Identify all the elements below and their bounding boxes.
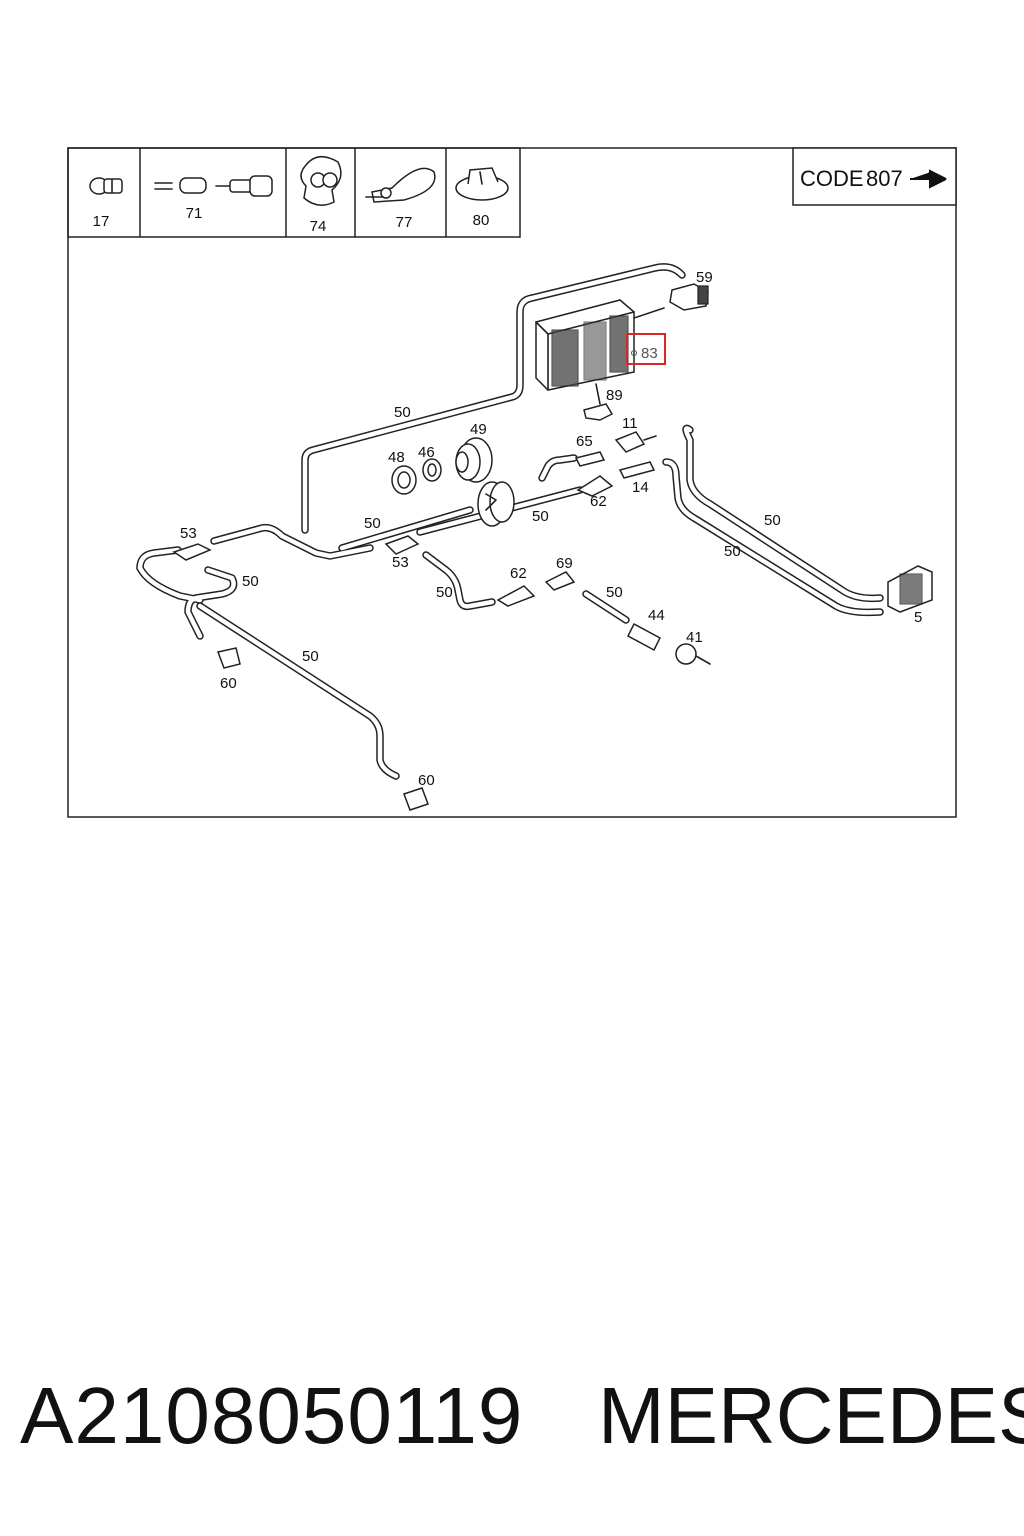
callout-41: 41 [686, 629, 703, 646]
callout-14: 14 [632, 479, 649, 496]
component-65 [574, 451, 606, 467]
brand-name: MERCEDES [598, 1371, 1024, 1460]
callout-50: 50 [606, 584, 623, 601]
grommet-center [477, 481, 515, 527]
callout-50: 50 [242, 573, 259, 590]
callout-69: 69 [556, 555, 573, 572]
component-49 [455, 437, 493, 483]
pipe-inner [583, 591, 629, 623]
component-89 [583, 383, 614, 421]
callout-83: 83 [641, 345, 658, 362]
code-value: 807 [866, 166, 903, 191]
pipe-inner [137, 547, 181, 571]
callout-50: 50 [724, 543, 741, 560]
callout-53: 53 [392, 554, 409, 571]
pipe-clamp-icon [300, 156, 342, 206]
callout-50: 50 [532, 508, 549, 525]
pipe-inner [137, 565, 203, 603]
pipe-inner [423, 552, 495, 609]
component-44 [627, 622, 661, 652]
component-69 [544, 571, 576, 591]
parts-diagram: 17 71 74 77 80 CODE [67, 147, 957, 818]
legend-number: 80 [473, 212, 490, 229]
component-59 [669, 283, 709, 311]
legend-number: 71 [186, 205, 203, 222]
callout-49: 49 [470, 421, 487, 438]
footer: A2108050119 MERCEDES [0, 1370, 1024, 1480]
rivet-nut-icon [455, 167, 509, 201]
pipe-inner [683, 426, 883, 601]
component-53-left [172, 543, 212, 561]
component-46 [422, 458, 442, 482]
canister [535, 299, 665, 391]
callout-50: 50 [394, 404, 411, 421]
part-number: A2108050119 [20, 1371, 524, 1460]
component-41 [675, 643, 711, 665]
callout-59: 59 [696, 269, 713, 286]
callout-46: 46 [418, 444, 435, 461]
callout-83-dot [631, 350, 637, 356]
callout-62: 62 [510, 565, 527, 582]
component-62-upper [576, 475, 614, 497]
callout-50: 50 [302, 648, 319, 665]
callout-65: 65 [576, 433, 593, 450]
component-60-lower [403, 787, 429, 811]
cable-tie-icon [365, 167, 436, 203]
connector-pin-icon [154, 175, 273, 197]
callout-60: 60 [418, 772, 435, 789]
pipe-inner [197, 603, 399, 779]
callout-50: 50 [436, 584, 453, 601]
component-53-center [384, 535, 420, 555]
pipe-network [136, 263, 884, 780]
code-box: CODE 807 [792, 147, 957, 206]
legend-number: 74 [310, 218, 327, 235]
component-14 [618, 461, 656, 479]
callout-62: 62 [590, 493, 607, 510]
callout-11: 11 [622, 415, 638, 432]
legend-number: 77 [396, 214, 413, 231]
push-clip-icon [89, 177, 123, 195]
arrow-right-icon [910, 169, 947, 189]
callouts: 59 89 50 48 46 49 65 11 62 14 50 50 53 5… [180, 269, 922, 789]
callout-48: 48 [388, 449, 405, 466]
callout-89: 89 [606, 387, 623, 404]
legend-strip: 17 71 74 77 80 [67, 147, 521, 238]
pipe-outer [136, 564, 204, 604]
callout-50: 50 [764, 512, 781, 529]
component-11 [614, 431, 657, 453]
component-48 [391, 465, 417, 495]
callout-5: 5 [914, 609, 922, 626]
callout-60: 60 [220, 675, 237, 692]
code-label: CODE [800, 166, 864, 191]
pipe-inner [211, 525, 373, 559]
pipe-inner [339, 507, 473, 551]
pipe-inner [539, 455, 577, 481]
component-62-lower [496, 585, 536, 607]
component-5 [887, 565, 933, 613]
pipe-inner [185, 567, 236, 639]
pipe-inner [302, 264, 685, 533]
pipe-inner [663, 459, 883, 615]
legend-number: 17 [93, 213, 110, 230]
callout-50: 50 [364, 515, 381, 532]
component-60-upper [216, 647, 241, 669]
diagram-frame [67, 147, 957, 818]
highlight-box [626, 333, 666, 365]
callout-53: 53 [180, 525, 197, 542]
callout-44: 44 [648, 607, 665, 624]
